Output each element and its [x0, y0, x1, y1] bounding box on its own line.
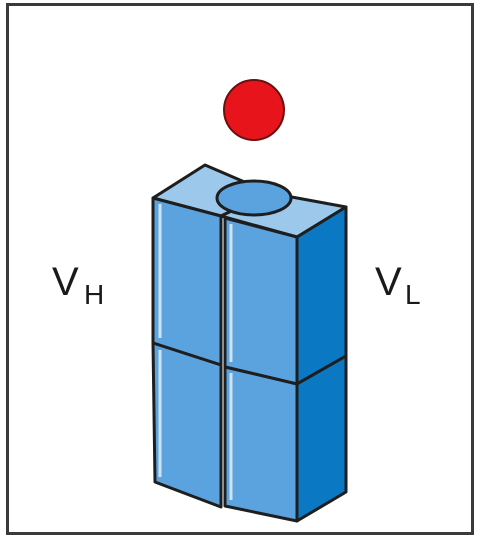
label-right-main: V	[375, 260, 402, 304]
lower-right-block-front	[223, 365, 299, 523]
upper-right-block-side	[295, 205, 348, 386]
right-column	[219, 191, 348, 523]
label-right: V L	[375, 260, 421, 310]
label-right-subscript: L	[405, 279, 421, 310]
label-left-subscript: H	[84, 279, 104, 310]
lower-left-block	[151, 341, 223, 509]
upper-right-block-front	[223, 216, 299, 386]
label-left-main: V	[52, 260, 79, 304]
red-ball	[223, 79, 285, 141]
lower-right-block-side	[295, 354, 348, 523]
upper-left-block	[151, 196, 223, 367]
label-left: V H	[52, 260, 104, 310]
top-opening	[215, 179, 293, 217]
